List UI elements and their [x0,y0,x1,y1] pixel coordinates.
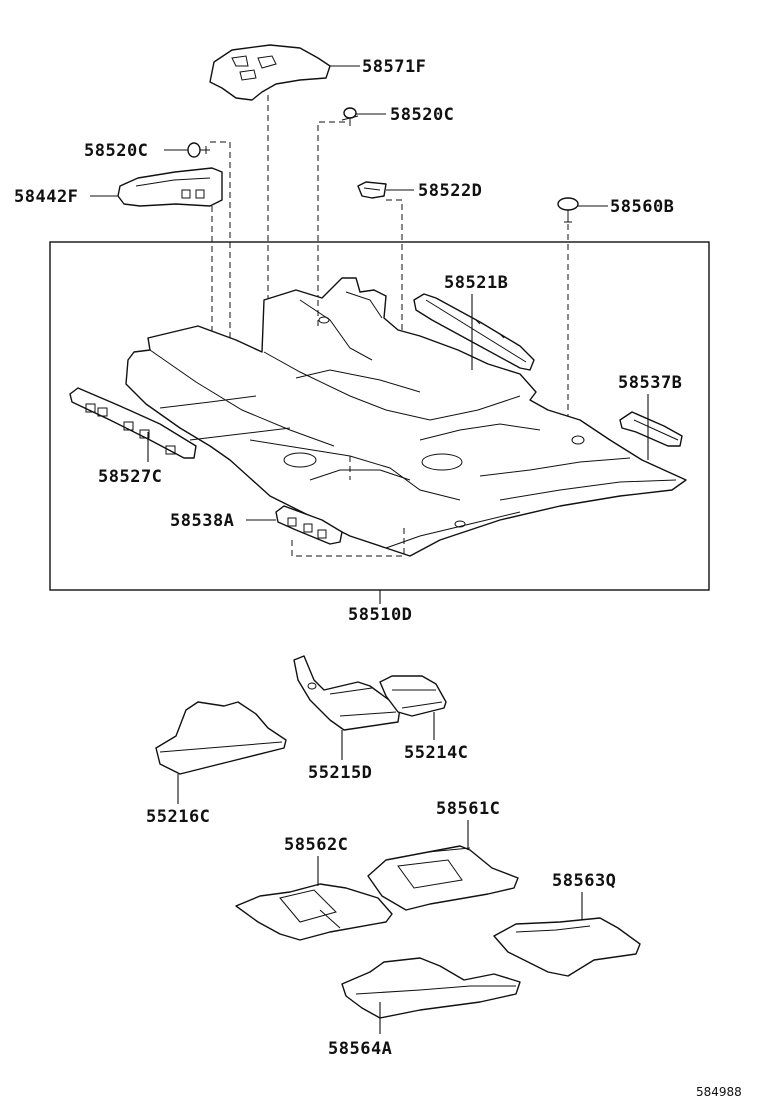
callout-58521b: 58521B [444,273,508,293]
callout-58571f: 58571F [362,57,426,77]
part-58561c-mat[interactable] [367,845,519,911]
part-55214c-mat[interactable] [379,675,447,717]
part-55216c-mat[interactable] [155,701,287,775]
callout-55216c: 55216C [146,807,210,827]
part-58571f-silencer[interactable] [209,44,331,101]
part-58562c-mat[interactable] [235,883,393,941]
callout-58538a: 58538A [170,511,234,531]
part-58527c-rail[interactable] [69,387,197,459]
callout-58442f: 58442F [14,187,78,207]
part-58520c-clip-top[interactable] [341,107,359,126]
callout-58527c: 58527C [98,467,162,487]
callout-58510d: 58510D [348,605,412,625]
part-58442f-duct[interactable] [117,167,223,207]
part-58564a-mat[interactable] [341,957,521,1019]
callout-55214c: 55214C [404,743,468,763]
part-58520c-clip-left[interactable] [187,142,210,158]
part-58563q-mat[interactable] [493,917,641,977]
callout-58562c: 58562C [284,835,348,855]
callout-58520c-left: 58520C [84,141,148,161]
callout-58520c-top: 58520C [390,105,454,125]
part-58521b-bar[interactable] [413,293,535,371]
callout-58563q: 58563Q [552,871,616,891]
callout-58561c: 58561C [436,799,500,819]
callout-55215d: 55215D [308,763,372,783]
diagram-code: 584988 [696,1085,742,1099]
part-58537b-trim[interactable] [619,411,683,447]
part-58510d-floor-carpet[interactable] [125,277,687,557]
callout-58537b: 58537B [618,373,682,393]
callout-58522d: 58522D [418,181,482,201]
callout-58564a: 58564A [328,1039,392,1059]
part-58522d-bracket[interactable] [357,181,387,199]
part-58560b-clip[interactable] [557,197,579,223]
callout-58560b: 58560B [610,197,674,217]
part-58538a-trim[interactable] [275,505,343,545]
